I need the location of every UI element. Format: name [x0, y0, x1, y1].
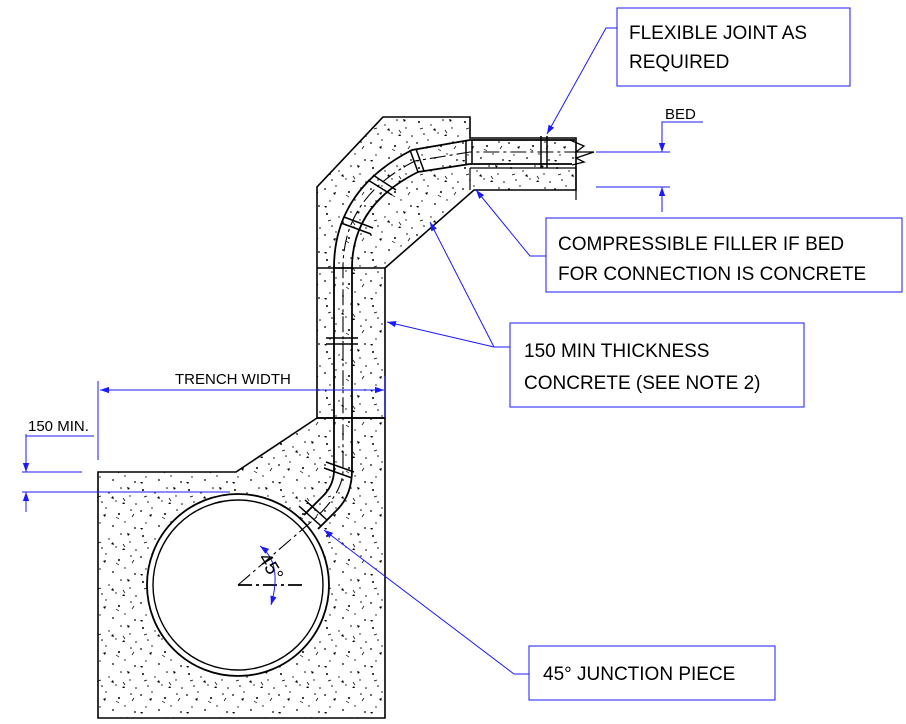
compressible-line1: COMPRESSIBLE FILLER IF BED: [558, 234, 844, 255]
trench-width-label: TRENCH WIDTH: [175, 371, 291, 388]
min-150-label: 150 MIN.: [28, 418, 89, 435]
flexible-joint-line1: FLEXIBLE JOINT AS: [629, 23, 807, 44]
bed-dimension: BED: [596, 106, 703, 212]
junction-piece-label: 45° JUNCTION PIECE: [543, 664, 735, 685]
callout-min-thickness: 150 MIN THICKNESS CONCRETE (SEE NOTE 2): [386, 221, 805, 408]
compressible-line2: FOR CONNECTION IS CONCRETE: [558, 264, 866, 285]
min-150-dimension: 150 MIN.: [22, 418, 230, 512]
riser-pipe: [237, 136, 595, 586]
callout-flexible-joint: FLEXIBLE JOINT AS REQUIRED: [546, 7, 851, 135]
min-thickness-line1: 150 MIN THICKNESS: [524, 341, 709, 362]
callout-compressible-filler: COMPRESSIBLE FILLER IF BED FOR CONNECTIO…: [475, 189, 903, 293]
min-thickness-line2: CONCRETE (SEE NOTE 2): [524, 373, 760, 394]
riser-surround: [316, 116, 577, 419]
flexible-joint-line2: REQUIRED: [629, 52, 729, 73]
trench-width-dimension: TRENCH WIDTH: [97, 371, 386, 460]
bed-label: BED: [665, 106, 696, 123]
callout-junction-piece: 45° JUNCTION PIECE: [323, 529, 776, 701]
